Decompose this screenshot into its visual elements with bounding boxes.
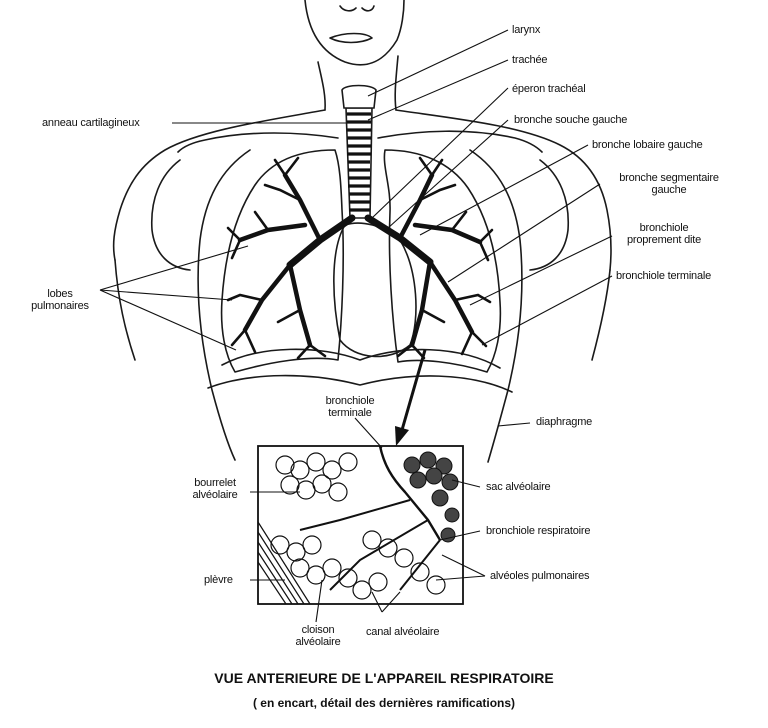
trachea [341,84,377,219]
arm-left [114,259,136,361]
label-pulmonary-alveoli: alvéoles pulmonaires [490,570,590,582]
shoulder-left [112,109,326,261]
neck-left [317,61,326,111]
label-alveolar-rim: bourrelet alvéolaire [180,477,250,501]
scapula-left [150,159,191,271]
neck-right [394,55,399,111]
label-alveolar-duct: canal alvéolaire [366,626,440,638]
label-alveolar-rim-line1: bourrelet [194,477,236,489]
label-cartilage-ring: anneau cartilagineux [42,117,140,129]
label-tracheal-spur: éperon trachéal [512,83,586,95]
label-bronchiole-proper-line2: proprement dite [626,234,702,246]
shoulder-right [395,109,612,271]
inset-box [257,445,464,605]
label-alveolar-rim-line2: alvéolaire [192,489,238,501]
ribcage-right [469,149,523,463]
label-alveolar-septum: cloison alvéolaire [280,624,356,648]
scapula-right [529,159,570,271]
label-inset-terminal-bronchiole-line2: terminale [328,407,372,419]
inset-arrow [395,349,427,446]
label-alveolar-septum-line1: cloison [301,624,335,636]
label-bronchiole-proper: bronchiole proprement dite [614,222,714,246]
label-left-segmental-bronchus: bronche segmentaire gauche [604,172,734,196]
label-trachea: trachée [512,54,548,66]
label-left-segmental-bronchus-line2: gauche [651,184,687,196]
arm-right [591,269,611,361]
label-inset-terminal-bronchiole: bronchiole terminale [312,395,388,419]
label-alveolar-sac: sac alvéolaire [486,481,551,493]
clavicle-left [177,132,339,153]
leader-lines [99,29,613,623]
mouth [329,32,373,44]
label-alveolar-septum-line2: alvéolaire [295,636,341,648]
nostrils [339,5,375,12]
lung-left [220,149,345,373]
diaphragm-lower [207,374,513,393]
label-pulmonary-lobes-line2: pulmonaires [31,300,89,312]
caption-title: VUE ANTERIEURE DE L'APPAREIL RESPIRATOIR… [214,670,554,686]
face-outline [304,0,405,66]
diaphragm-dome [221,348,501,369]
label-respiratory-bronchiole: bronchiole respiratoire [486,525,591,537]
caption-subtitle: ( en encart, détail des dernières ramifi… [252,696,516,710]
label-left-lobar-bronchus: bronche lobaire gauche [592,139,703,151]
label-inset-terminal-bronchiole-line1: bronchiole [325,395,375,407]
label-left-segmental-bronchus-line1: bronche segmentaire [619,172,719,184]
bronchial-tree [226,156,494,360]
label-terminal-bronchiole: bronchiole terminale [616,270,712,282]
ribcage-left [197,149,251,461]
label-pulmonary-lobes: lobes pulmonaires [22,288,98,312]
label-larynx: larynx [512,24,541,36]
label-pleura: plèvre [204,574,233,586]
label-pulmonary-lobes-line1: lobes [47,288,73,300]
clavicle-right [377,130,543,153]
label-diaphragm: diaphragme [536,416,593,428]
label-left-main-bronchus: bronche souche gauche [514,114,628,126]
label-bronchiole-proper-line1: bronchiole [639,222,689,234]
lung-right [383,149,502,373]
